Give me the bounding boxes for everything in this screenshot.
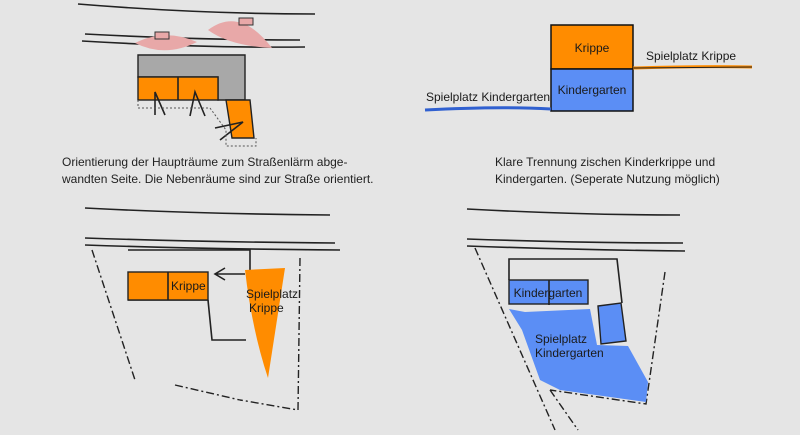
noise-waves-1 xyxy=(135,35,197,51)
label-krippe-playground: Krippe xyxy=(249,301,284,315)
krippe-block xyxy=(550,24,634,70)
caption-line: Orientierung der Haupträume zum Straßenl… xyxy=(62,155,348,169)
caption-orientation: Orientierung der Haupträume zum Straßenl… xyxy=(62,154,374,188)
caption-line: Kindergarten. (Seperate Nutzung möglich) xyxy=(495,172,720,186)
label-kindergarten-playground: Kindergarten xyxy=(535,346,604,360)
label-spielplatz-kindergarten: Spielplatz Kindergarten xyxy=(426,90,550,104)
panel-separation-diagram: Krippe Kindergarten Spielplatz Krippe Sp… xyxy=(424,24,753,112)
caption-line: wandten Seite. Die Nebenräume sind zur S… xyxy=(62,172,374,186)
car-icon xyxy=(154,31,170,40)
caption-line: Klare Trennung zischen Kinderkrippe und xyxy=(495,155,716,169)
label-spielplatz: Spielplatz xyxy=(246,287,298,301)
label-spielplatz-krippe: Spielplatz Krippe xyxy=(646,49,736,63)
caption-separation: Klare Trennung zischen Kinderkrippe und … xyxy=(495,154,720,188)
label-krippe: Krippe xyxy=(171,279,206,293)
panel-orientation-sketch xyxy=(77,3,316,147)
label-kindergarten: Kindergarten xyxy=(514,286,583,300)
label-kindergarten: Kindergarten xyxy=(558,83,627,97)
kindergarten-block xyxy=(550,68,634,112)
noise-waves-2 xyxy=(208,21,272,48)
panel-krippe-site: Krippe Spielplatz Krippe xyxy=(84,207,341,411)
label-spielplatz: Spielplatz xyxy=(535,332,587,346)
label-krippe: Krippe xyxy=(575,41,610,55)
panel-kindergarten-site: Kindergarten Spielplatz Kindergarten xyxy=(466,208,686,431)
car-icon xyxy=(238,17,254,26)
